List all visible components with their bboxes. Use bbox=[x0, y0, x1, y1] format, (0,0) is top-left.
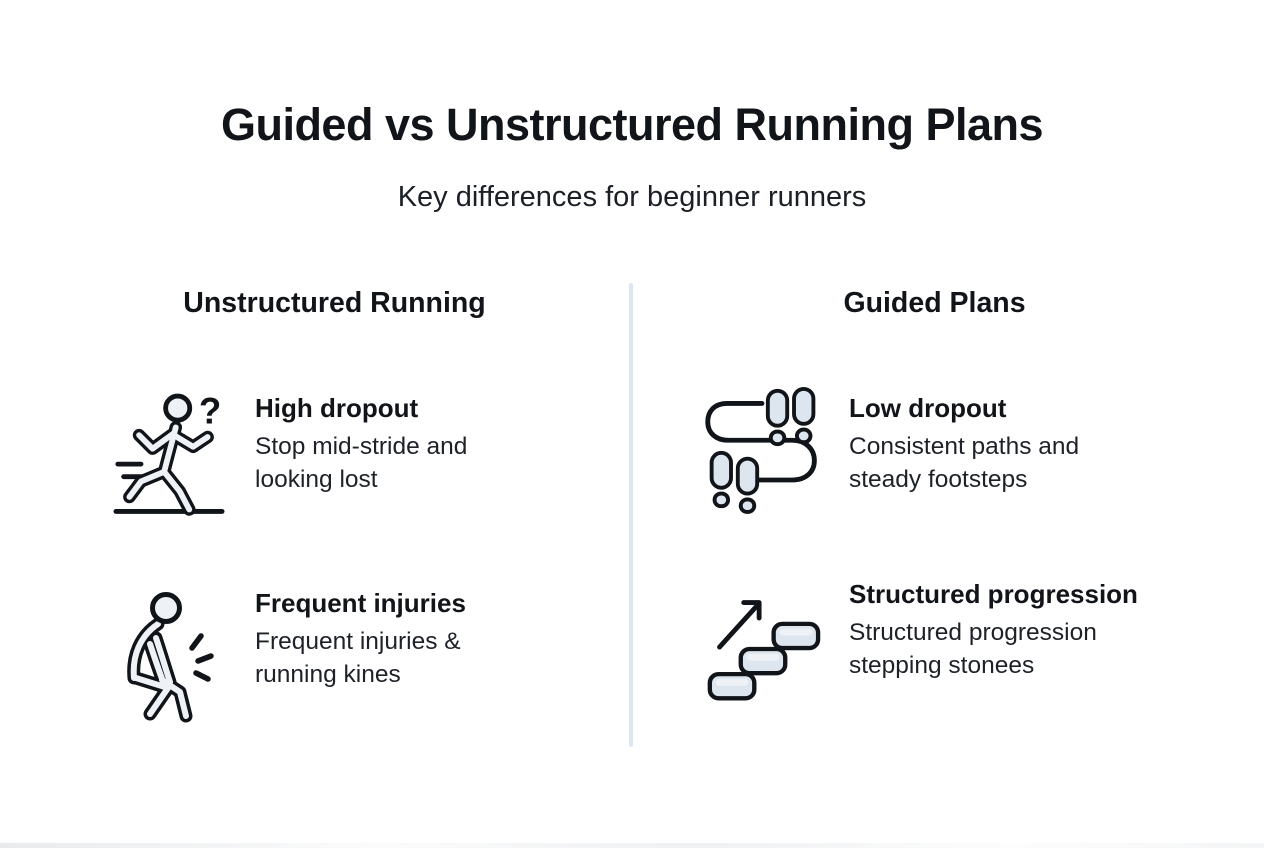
item-title: High dropout bbox=[255, 393, 419, 423]
item-text: Structured progression Structured progre… bbox=[849, 569, 1138, 682]
item-title: Frequent injuries bbox=[255, 588, 466, 618]
bottom-edge-artifact bbox=[0, 843, 1264, 848]
item-title: Low dropout bbox=[849, 393, 1007, 423]
column-divider bbox=[629, 283, 633, 747]
knee-injury-icon bbox=[103, 578, 235, 723]
column-guided: Guided Plans bbox=[633, 283, 1264, 707]
item-text: Frequent injuries Frequent injuries & ru… bbox=[255, 578, 466, 691]
item-description: Stop mid-stride and looking lost bbox=[255, 433, 468, 493]
list-item: Frequent injuries Frequent injuries & ru… bbox=[103, 578, 629, 723]
footsteps-path-icon bbox=[697, 383, 829, 514]
page-subtitle: Key differences for beginner runners bbox=[397, 181, 867, 213]
stepping-stones-icon bbox=[697, 569, 829, 707]
item-description: Frequent injuries & running kines bbox=[255, 628, 461, 688]
column-heading-guided: Guided Plans bbox=[843, 287, 1026, 319]
item-description: Consistent paths and steady footsteps bbox=[849, 433, 1080, 493]
list-item: ? High dropout Stop mid-stride and looki… bbox=[103, 383, 629, 523]
comparison-columns: Unstructured Running bbox=[0, 283, 1264, 747]
list-item: Low dropout Consistent paths and steady … bbox=[697, 383, 1264, 514]
list-item: Structured progression Structured progre… bbox=[697, 569, 1264, 707]
item-description: Structured progression stepping stonees bbox=[849, 619, 1097, 679]
item-text: Low dropout Consistent paths and steady … bbox=[849, 383, 1079, 496]
item-title: Structured progression bbox=[849, 579, 1138, 609]
item-text: High dropout Stop mid-stride and looking… bbox=[255, 383, 467, 496]
page-title: Guided vs Unstructured Running Plans bbox=[220, 99, 1044, 150]
column-unstructured: Unstructured Running bbox=[0, 283, 629, 723]
runner-question-icon: ? bbox=[103, 383, 235, 523]
column-heading-unstructured: Unstructured Running bbox=[183, 287, 486, 319]
svg-text:?: ? bbox=[199, 391, 221, 432]
